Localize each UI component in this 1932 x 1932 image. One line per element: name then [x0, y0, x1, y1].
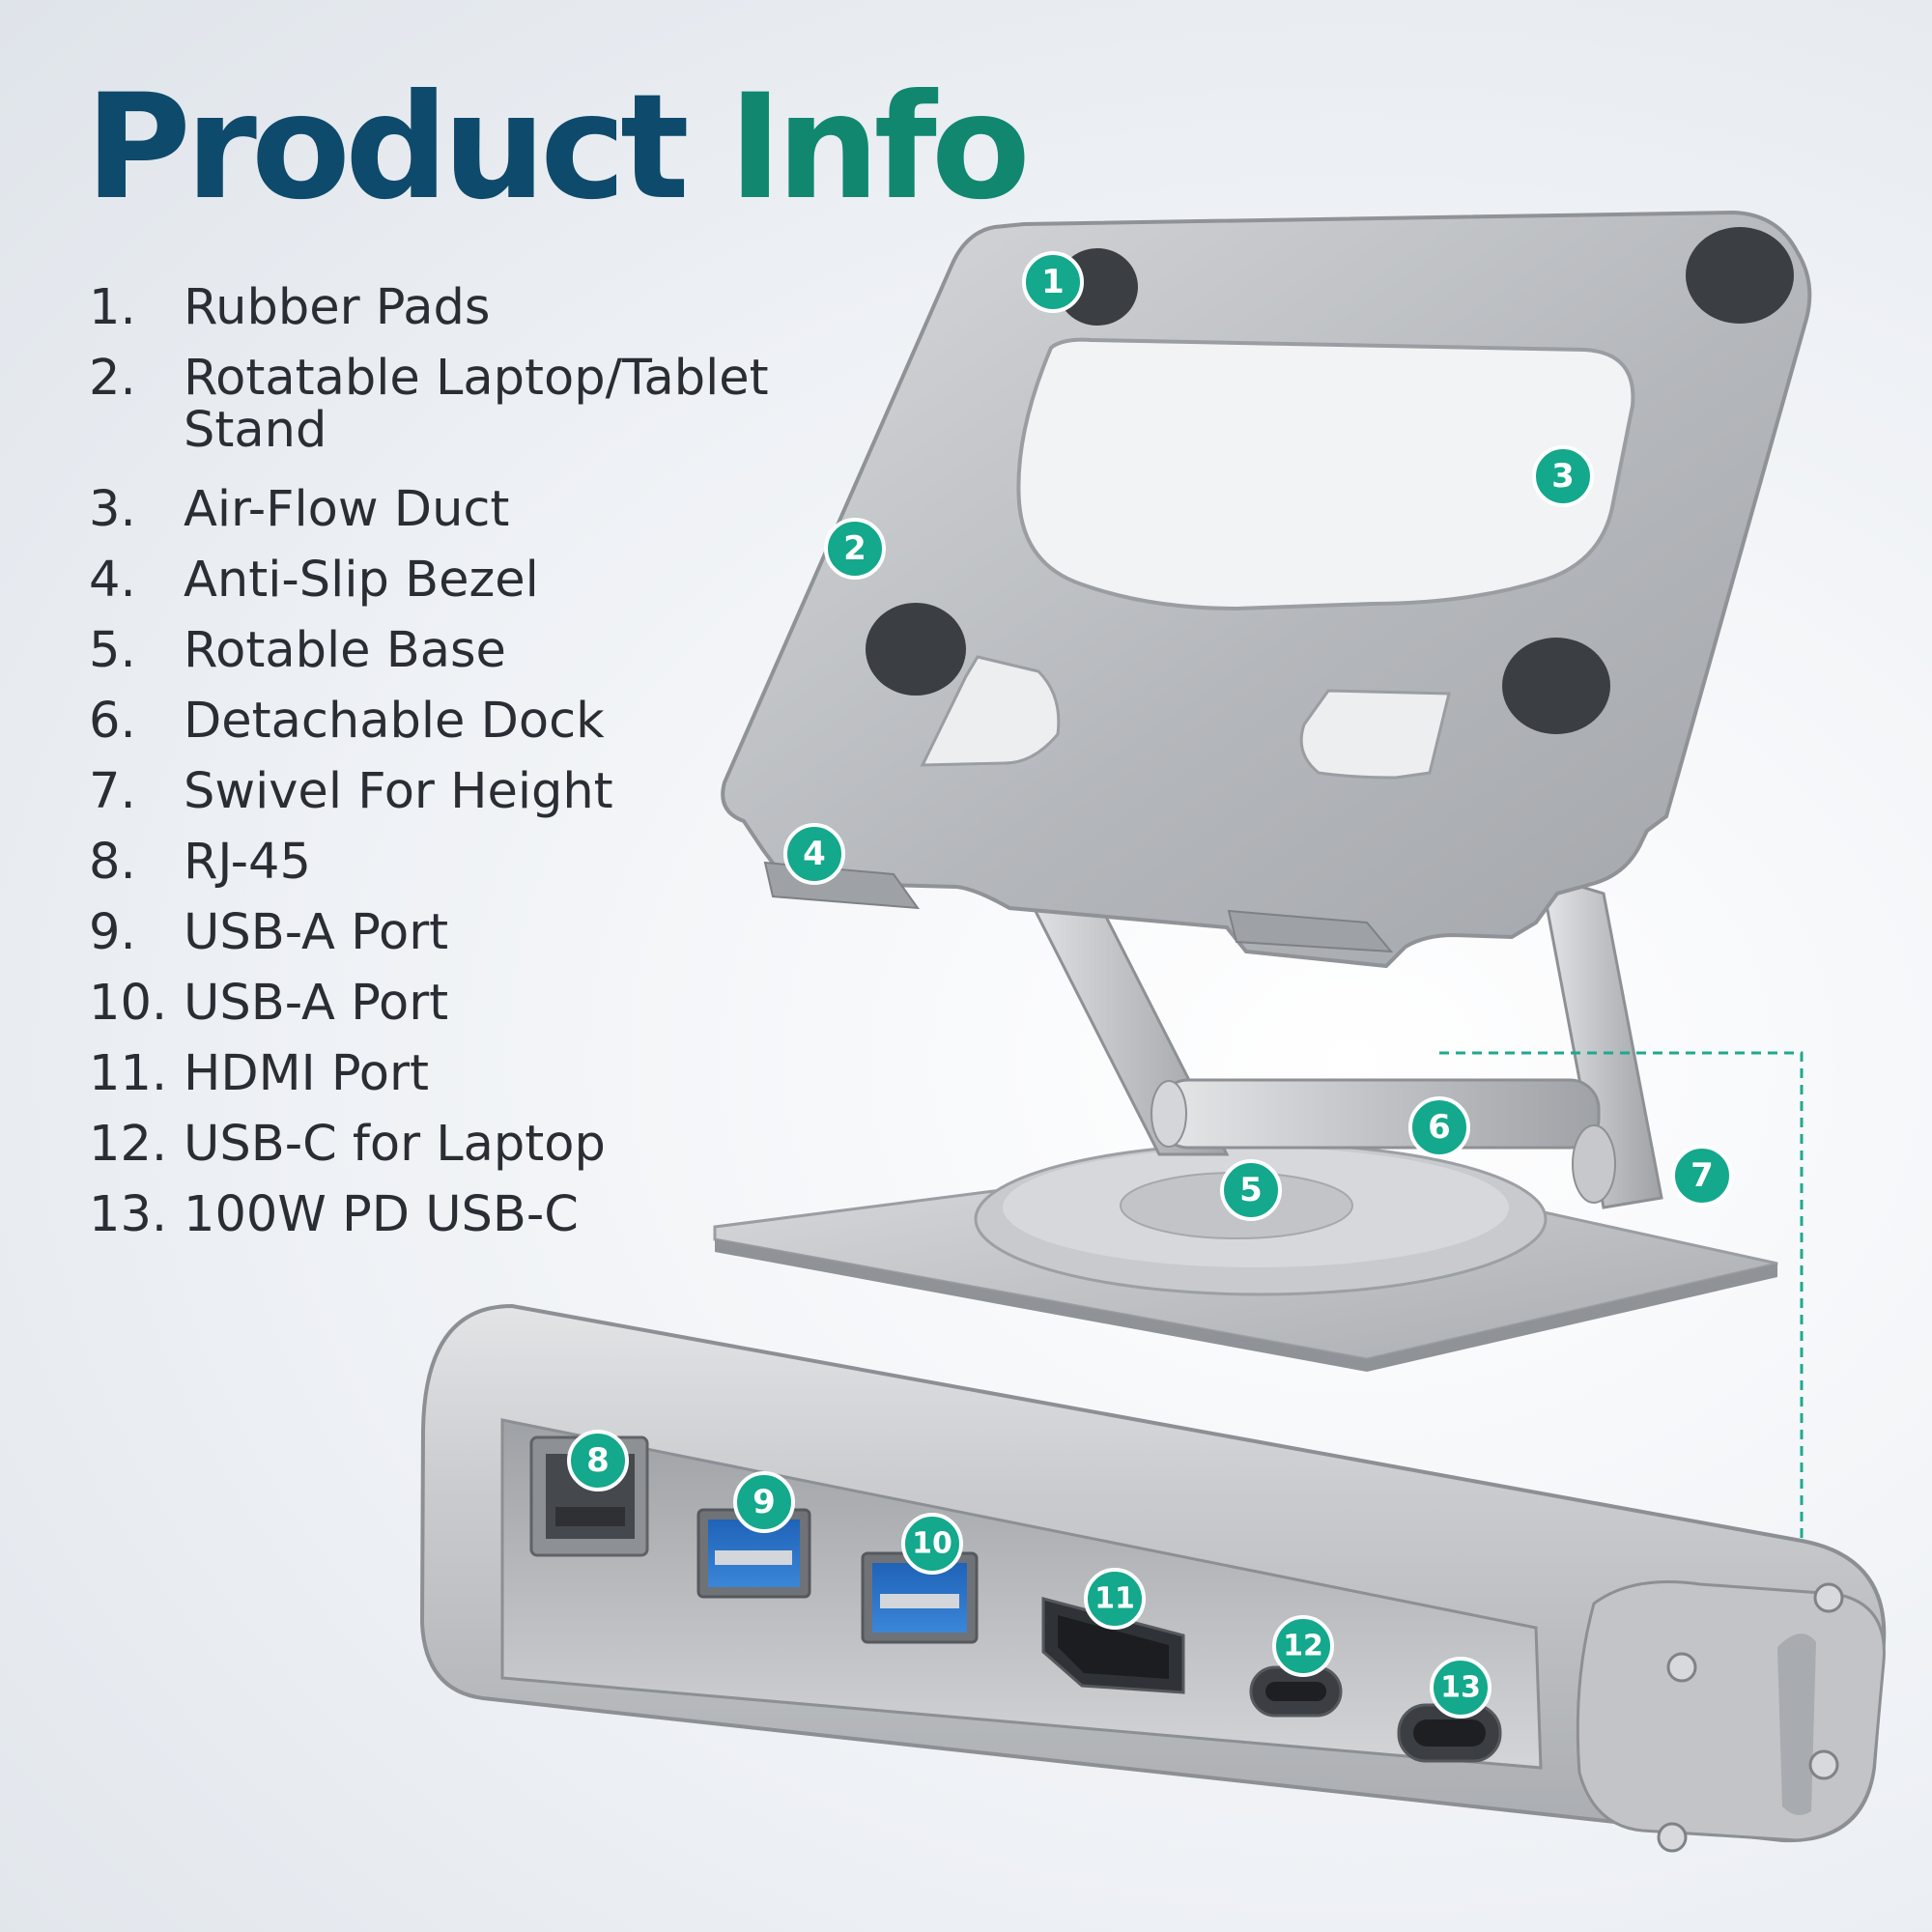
callout-badge-7: 7 [1671, 1145, 1733, 1207]
hdmi-port [1041, 1597, 1185, 1694]
screw-icon [1666, 1652, 1697, 1683]
feature-label: Air-Flow Duct [184, 481, 510, 538]
callout-badge-number: 3 [1551, 457, 1575, 496]
callout-badge-number: 6 [1428, 1108, 1451, 1147]
feature-number: 6. [89, 693, 136, 750]
laptop-tablet-stand-plate [721, 210, 1812, 969]
title-word-product: Product [85, 64, 690, 232]
callout-badge-circle [1272, 1615, 1334, 1677]
callout-badge-circle [1408, 1096, 1470, 1158]
feature-number: 12. [89, 1116, 168, 1173]
callout-badge-4: 4 [783, 823, 845, 885]
callout-badge-circle [567, 1430, 629, 1492]
callout-badge-circle [1532, 445, 1594, 507]
feature-label: Rubber Pads [184, 279, 491, 336]
detachable-dock [419, 1303, 1887, 1843]
callout-badge-8: 8 [567, 1430, 629, 1492]
feature-number: 9. [89, 904, 136, 961]
feature-label: Anti-Slip Bezel [184, 552, 539, 609]
callout-badge-number: 12 [1283, 1630, 1323, 1663]
callout-badge-5: 5 [1220, 1159, 1282, 1221]
feature-number: 13. [89, 1186, 168, 1243]
feature-number: 5. [89, 622, 136, 679]
feature-label: Rotatable Laptop/Tablet Stand [184, 350, 769, 459]
callout-badge-number: 9 [753, 1483, 776, 1521]
feature-number: 2. [89, 350, 136, 407]
callout-badge-number: 5 [1239, 1171, 1263, 1209]
callout-badge-circle [1084, 1568, 1146, 1630]
feature-number: 4. [89, 552, 136, 609]
feature-number: 1. [89, 279, 136, 336]
callout-badge-circle [733, 1471, 795, 1533]
screw-icon [1813, 1582, 1844, 1613]
callout-badge-circle [1022, 251, 1084, 313]
callout-badge-12: 12 [1272, 1615, 1334, 1677]
callout-badge-number: 4 [803, 835, 826, 873]
callout-badge-number: 11 [1094, 1582, 1135, 1616]
feature-label: Swivel For Height [184, 763, 613, 820]
callout-badge-circle [901, 1513, 963, 1575]
callout-badge-circle [1671, 1145, 1733, 1207]
feature-label: USB-A Port [184, 975, 449, 1032]
feature-label: Detachable Dock [184, 693, 605, 750]
feature-number: 10. [89, 975, 168, 1032]
callout-badge-13: 13 [1430, 1657, 1492, 1719]
page-title: Product Info [85, 75, 1031, 220]
feature-number: 7. [89, 763, 136, 820]
feature-number: 11. [89, 1045, 168, 1102]
callout-badge-2: 2 [824, 518, 886, 580]
callout-badge-9: 9 [733, 1471, 795, 1533]
stand-arms [1011, 867, 1663, 1209]
callout-badge-3: 3 [1532, 445, 1594, 507]
usb-a-port-2 [861, 1551, 979, 1644]
feature-label: HDMI Port [184, 1045, 429, 1102]
dock-connector-line [1439, 1051, 1804, 1577]
callout-badge-circle [783, 823, 845, 885]
callout-badge-number: 1 [1041, 263, 1065, 301]
feature-label: 100W PD USB-C [184, 1186, 579, 1243]
feature-label: USB-C for Laptop [184, 1116, 606, 1173]
callout-badge-number: 13 [1440, 1671, 1481, 1705]
screw-icon [1808, 1749, 1839, 1780]
callout-badge-number: 8 [586, 1441, 610, 1480]
callout-badge-11: 11 [1084, 1568, 1146, 1630]
callout-badge-6: 6 [1408, 1096, 1470, 1158]
screw-icon [1657, 1822, 1688, 1853]
feature-label: Rotable Base [184, 622, 506, 679]
callout-badge-1: 1 [1022, 251, 1084, 313]
dock-screws [1657, 1582, 1844, 1853]
title-word-info: Info [727, 64, 1031, 232]
callout-badge-circle [1430, 1657, 1492, 1719]
callout-badge-number: 7 [1690, 1156, 1714, 1195]
callout-badge-10: 10 [901, 1513, 963, 1575]
callout-badge-number: 2 [843, 529, 867, 568]
feature-number: 3. [89, 481, 136, 538]
feature-label: RJ-45 [184, 834, 311, 891]
feature-label: USB-A Port [184, 904, 449, 961]
callout-badge-circle [1220, 1159, 1282, 1221]
callout-badge-number: 10 [912, 1527, 952, 1561]
feature-number: 8. [89, 834, 136, 891]
callout-badge-circle [824, 518, 886, 580]
